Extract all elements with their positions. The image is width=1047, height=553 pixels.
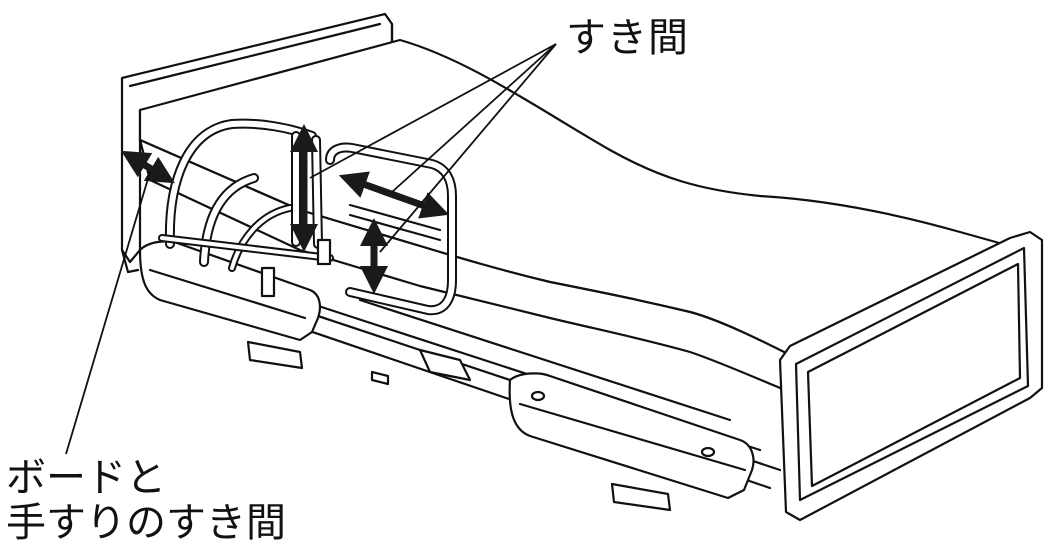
double-headed-arrow-icon — [338, 171, 450, 219]
double-headed-arrow-icon — [120, 150, 176, 184]
bed-feet — [246, 340, 672, 512]
board-gap-label-line2: 手すりのすき間 — [6, 500, 286, 546]
leader-lines — [65, 43, 557, 455]
foot-board — [778, 230, 1044, 522]
gap-arrows — [120, 124, 450, 294]
gap-label: すき間 — [566, 15, 689, 61]
board-gap-label-line1: ボードと — [6, 455, 166, 501]
side-cover-right — [508, 372, 755, 500]
